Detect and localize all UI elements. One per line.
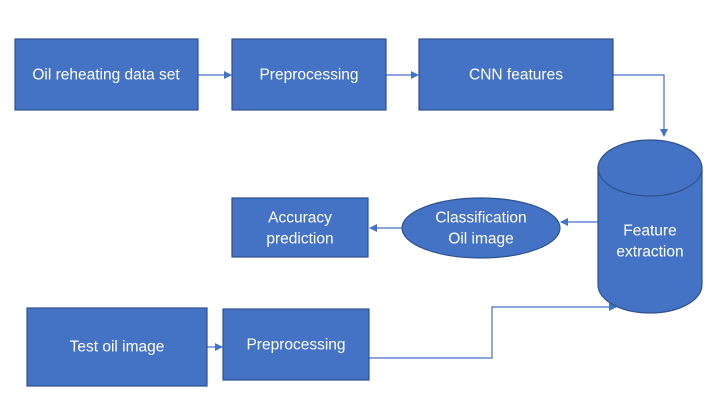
- node-accuracy-prediction: Accuracy prediction: [231, 197, 369, 258]
- node-label-line-2: extraction: [616, 244, 683, 261]
- node-label: Oil reheating data set: [32, 67, 180, 84]
- node-label-line-2: prediction: [266, 231, 333, 248]
- node-label-line-2: Oil image: [448, 231, 513, 248]
- node-label-line-1: Feature: [623, 223, 676, 240]
- node-oil-reheating-data-set: Oil reheating data set: [14, 38, 199, 111]
- cylinder-top: [597, 139, 703, 197]
- node-label-line-1: Classification: [435, 210, 526, 227]
- arrow-cnn-to-feature-extraction: [613, 74, 668, 137]
- node-label: CNN features: [469, 67, 563, 84]
- node-classification-oil-image: Classification Oil image: [401, 197, 561, 259]
- node-label: Preprocessing: [259, 67, 358, 84]
- node-feature-extraction: Feature extraction: [597, 139, 703, 314]
- node-label: Preprocessing: [246, 337, 345, 354]
- node-label-line-1: Accuracy: [268, 210, 332, 227]
- node-preprocessing-bottom: Preprocessing: [222, 308, 370, 381]
- node-test-oil-image: Test oil image: [26, 307, 208, 387]
- cylinder-body: [597, 167, 703, 314]
- arrow-preprocessing-to-feature-extraction: [369, 303, 617, 359]
- node-cnn-features: CNN features: [418, 38, 614, 111]
- node-label: Test oil image: [70, 339, 165, 356]
- node-preprocessing-top: Preprocessing: [231, 38, 387, 111]
